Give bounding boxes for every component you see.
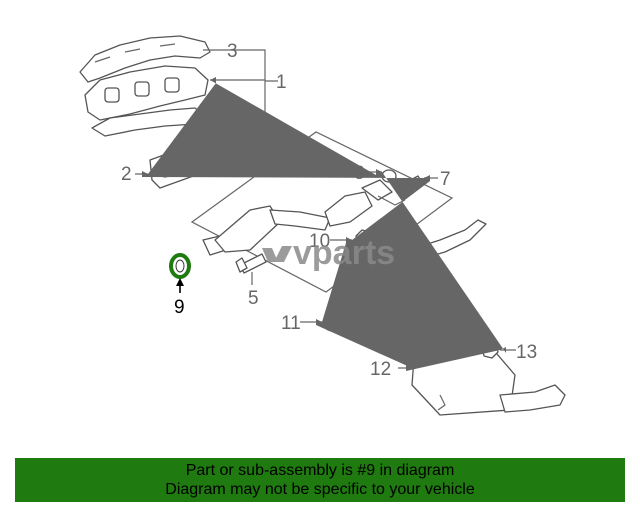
banner-line-1: Part or sub-assembly is #9 in diagram (185, 462, 455, 479)
part-5-bolt (235, 253, 267, 274)
callout-1: 1 (276, 72, 287, 93)
callout-10: 10 (309, 231, 330, 252)
leader-9-arrow (176, 278, 184, 293)
watermark-logo: vparts (262, 234, 395, 272)
banner-line-2: Diagram may not be specific to your vehi… (165, 481, 475, 498)
callout-13: 13 (516, 342, 537, 363)
part-1-exhaust-manifold (84, 65, 209, 121)
callout-7: 7 (440, 169, 451, 190)
callout-5: 5 (248, 288, 259, 309)
callout-3: 3 (227, 41, 238, 62)
leader-arrowheads (142, 77, 506, 371)
callout-8: 8 (354, 163, 365, 184)
watermark-text: vparts (293, 234, 395, 272)
front-pipe-catalytic-converter (202, 179, 406, 256)
callout-11: 11 (281, 313, 301, 334)
callout-4: 4 (229, 108, 240, 129)
callout-12: 12 (370, 359, 391, 380)
part-3-heat-shield-upper (79, 35, 211, 83)
info-banner: Part or sub-assembly is #9 in diagram Di… (15, 458, 625, 502)
callout-2: 2 (121, 164, 132, 185)
part-9-gasket-highlighted (169, 253, 191, 279)
callout-9: 9 (174, 297, 185, 318)
